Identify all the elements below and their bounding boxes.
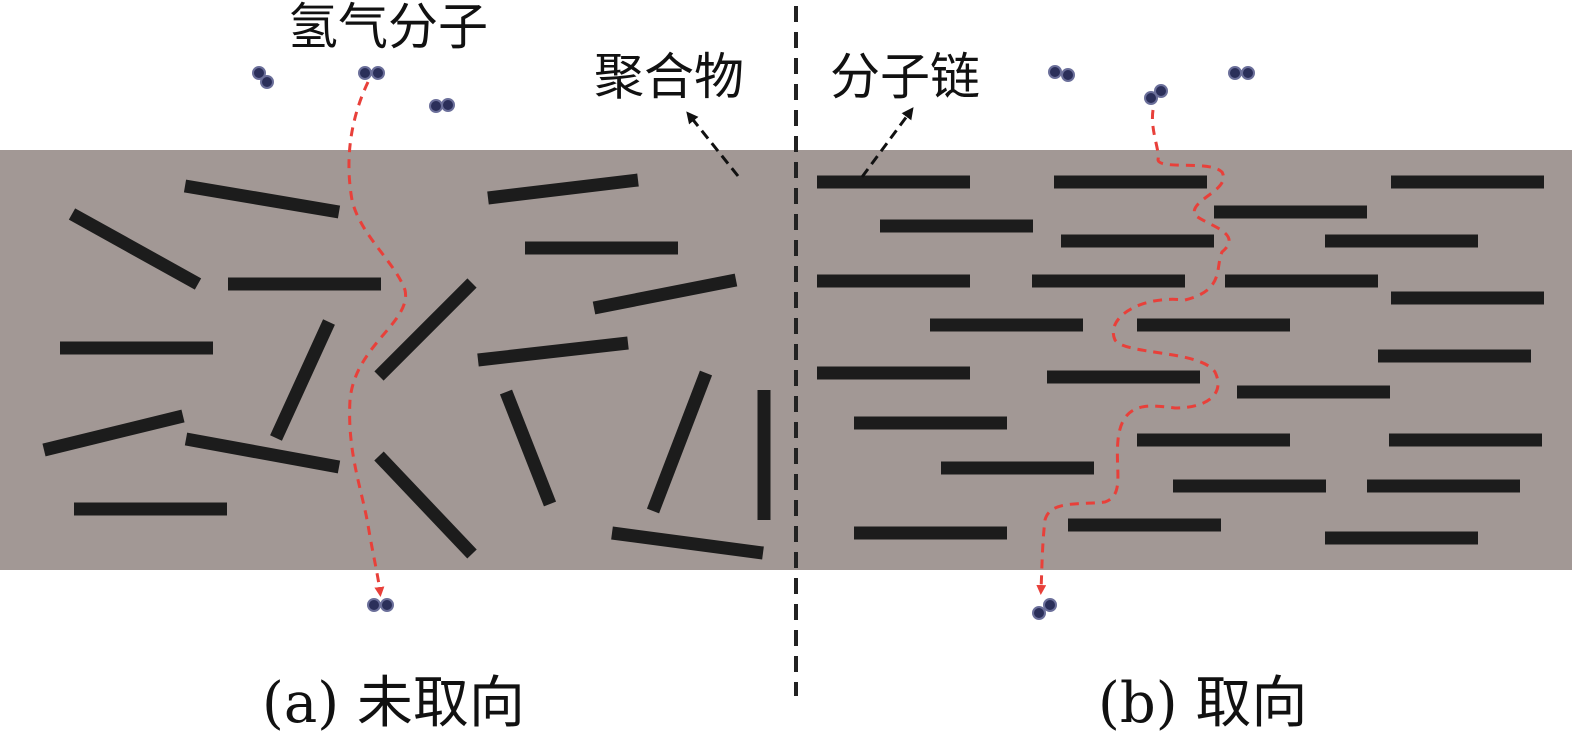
h2-molecule-6 [1228, 66, 1255, 80]
molecular-chain-label: 分子链 [830, 48, 980, 106]
hydrogen-molecules [252, 65, 1255, 620]
polymer-pointer-arrow [686, 111, 740, 177]
caption-unoriented: (a) 未取向 [262, 671, 525, 736]
h2-molecule-2 [358, 66, 385, 80]
caption-oriented: (b) 取向 [1098, 671, 1308, 736]
chain-a-7 [184, 432, 341, 474]
chain-a-10 [374, 451, 477, 559]
chain-a-1 [183, 179, 341, 219]
chain-a-15 [499, 389, 557, 507]
polymer-matrix [0, 150, 1572, 570]
hydrogen-molecule-label: 氢气分子 [288, 0, 488, 56]
chain-a-13 [592, 273, 738, 315]
polymer-label: 聚合物 [594, 48, 744, 106]
oriented-chains [817, 175, 1544, 545]
h2-molecule-3 [429, 98, 455, 113]
chain-a-2 [68, 208, 202, 290]
h2-molecule-1 [252, 66, 274, 89]
h2-molecule-4 [367, 598, 394, 612]
chain-a-5 [270, 319, 335, 441]
chain-a-18 [611, 526, 764, 560]
chain-pointer-arrow [860, 107, 914, 178]
unoriented-chains [42, 173, 771, 560]
chain-a-11 [487, 173, 639, 205]
chain-a-6 [42, 409, 185, 457]
chain-a-9 [374, 278, 477, 381]
diffusion-path-unoriented [347, 81, 408, 597]
h2-molecule-5 [1048, 65, 1075, 82]
h2-molecule-7 [1144, 84, 1168, 105]
h2-molecule-8 [1032, 598, 1057, 620]
diffusion-path-oriented [1036, 109, 1231, 595]
chain-a-16 [646, 370, 713, 514]
chain-a-14 [477, 336, 629, 367]
